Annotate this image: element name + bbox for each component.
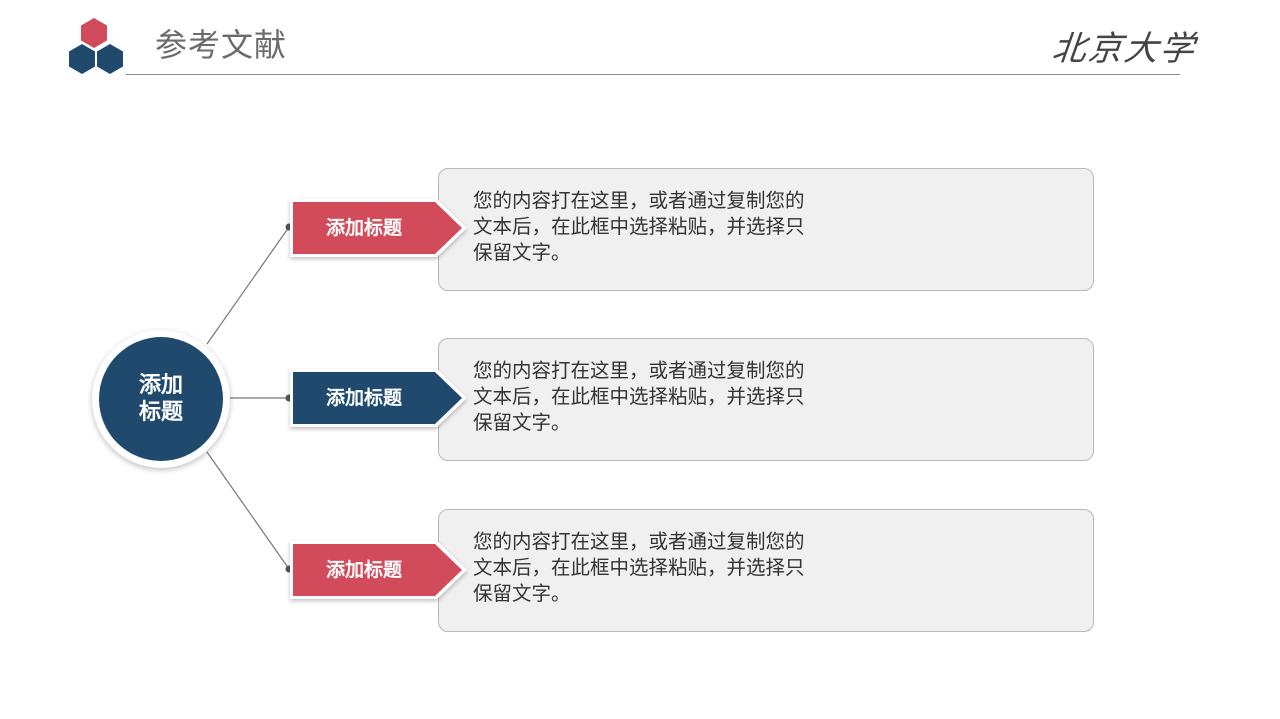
hexagon-logo-icon	[66, 16, 128, 78]
page-title: 参考文献	[155, 26, 288, 64]
logo-hex-bottom-left	[69, 44, 95, 74]
tag-label: 添加标题	[325, 559, 402, 581]
hub-node-fill: 添加标题	[99, 337, 223, 461]
header-divider	[126, 74, 1180, 75]
logo-hex-bottom-right	[97, 44, 123, 74]
title-tag-3[interactable]: 添加标题	[289, 540, 467, 600]
university-brand-logo: 北京大学	[1049, 29, 1199, 69]
content-box-3[interactable]: 您的内容打在这里，或者通过复制您的文本后，在此框中选择粘贴，并选择只保留文字。	[438, 509, 1094, 632]
tag-label: 添加标题	[325, 387, 402, 409]
hub-label: 添加标题	[138, 373, 183, 425]
content-text[interactable]: 您的内容打在这里，或者通过复制您的文本后，在此框中选择粘贴，并选择只保留文字。	[473, 189, 805, 264]
content-text[interactable]: 您的内容打在这里，或者通过复制您的文本后，在此框中选择粘贴，并选择只保留文字。	[473, 530, 805, 605]
content-box-2[interactable]: 您的内容打在这里，或者通过复制您的文本后，在此框中选择粘贴，并选择只保留文字。	[438, 338, 1094, 461]
arrow-tag-shape-icon	[290, 369, 467, 427]
content-text[interactable]: 您的内容打在这里，或者通过复制您的文本后，在此框中选择粘贴，并选择只保留文字。	[473, 359, 805, 434]
arrow-tag-shape-icon	[290, 541, 467, 599]
arrow-tag-shape-icon	[290, 199, 467, 257]
content-box-1[interactable]: 您的内容打在这里，或者通过复制您的文本后，在此框中选择粘贴，并选择只保留文字。	[438, 168, 1094, 291]
title-tag-1[interactable]: 添加标题	[289, 198, 467, 258]
logo-hex-top	[81, 18, 107, 48]
tag-label: 添加标题	[325, 217, 402, 239]
title-tag-2[interactable]: 添加标题	[289, 368, 467, 428]
hub-node[interactable]: 添加标题	[92, 330, 230, 468]
